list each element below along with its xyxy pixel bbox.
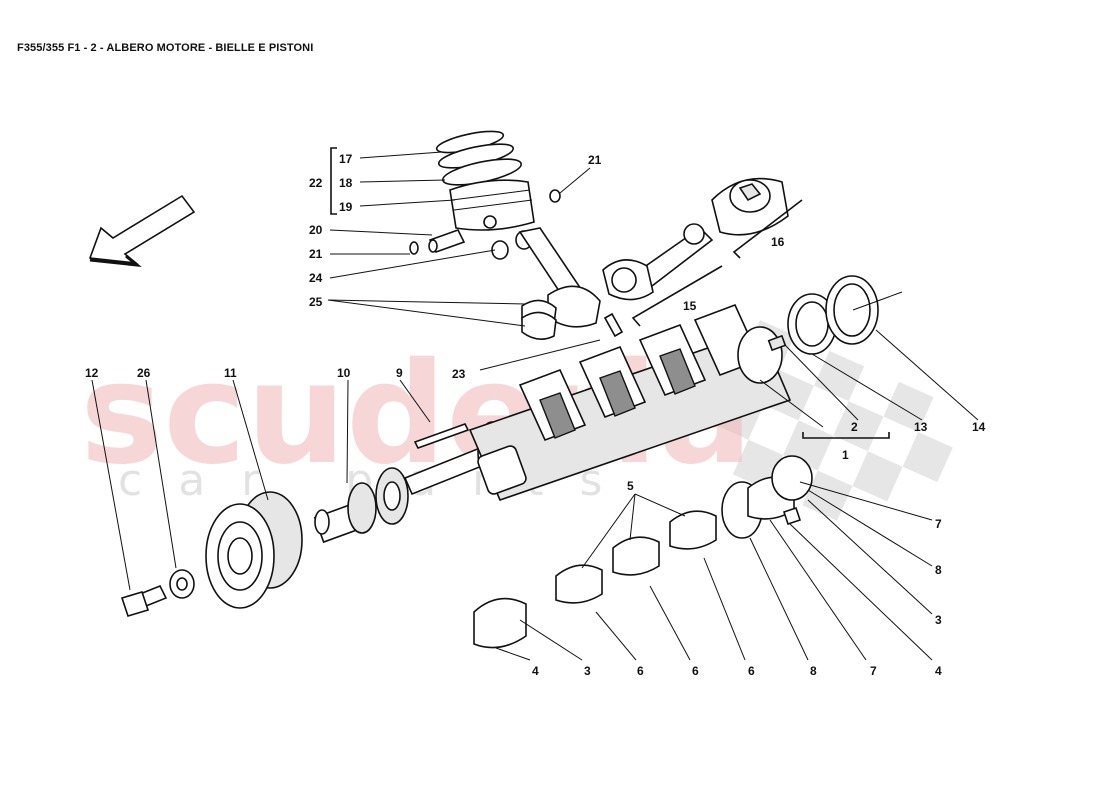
callout-21-left: 21 [309,247,323,261]
callout-8-bottom: 8 [810,664,817,678]
piston-pin [428,229,466,253]
callout-3-right: 3 [935,613,942,627]
callout-7-bottom: 7 [870,664,877,678]
callout-24: 24 [309,271,323,285]
crankshaft-key [413,423,470,449]
callout-25: 25 [309,295,323,309]
callout-9: 9 [396,366,403,380]
bracket-15 [631,265,723,327]
callout-6-c: 6 [748,664,755,678]
callout-21-right: 21 [588,153,602,167]
piston-left [449,179,535,231]
callout-7-top: 7 [935,517,942,531]
piston-rings [435,130,522,186]
callout-4-left: 4 [532,664,539,678]
page-title: F355/355 F1 - 2 - ALBERO MOTORE - BIELLE… [17,42,314,54]
callout-15: 15 [683,299,697,313]
callout-13: 13 [914,420,928,434]
crankshaft-pulley [205,491,303,609]
rear-oil-seals [767,275,879,355]
callout-17: 17 [339,152,353,166]
washer [169,569,195,599]
callout-11: 11 [224,366,237,380]
connecting-rod-right [602,223,714,301]
leader-lines [91,151,979,661]
callout-26: 26 [137,366,151,380]
callout-3-left: 3 [584,664,591,678]
callout-23: 23 [452,367,466,381]
callout-6-b: 6 [692,664,699,678]
timing-gear [313,467,409,544]
callout-5: 5 [627,479,634,493]
piston-right [711,177,789,236]
callout-8-right: 8 [935,563,942,577]
connecting-rod-left [518,227,624,340]
main-bearing-shells [473,510,717,649]
bracket-1 [802,432,890,439]
direction-arrow-icon [88,194,196,268]
callout-6-a: 6 [637,664,644,678]
callout-labels: 17 22 18 19 20 21 24 25 21 16 15 23 9 10… [85,152,986,678]
callout-20: 20 [309,223,323,237]
callout-12: 12 [85,366,99,380]
crankshaft [403,303,792,501]
bracket-22 [330,147,337,215]
callout-2: 2 [851,420,858,434]
circlips [409,189,561,255]
bracket-16 [732,199,803,259]
callout-18: 18 [339,176,353,190]
pulley-bolt [120,584,168,617]
callout-16: 16 [771,235,785,249]
callout-19: 19 [339,200,353,214]
callout-4-right: 4 [935,664,942,678]
thrust-bearing-set [721,455,813,539]
callout-22: 22 [309,176,323,190]
callout-10: 10 [337,366,351,380]
callout-14: 14 [972,420,986,434]
callout-1: 1 [842,448,849,462]
